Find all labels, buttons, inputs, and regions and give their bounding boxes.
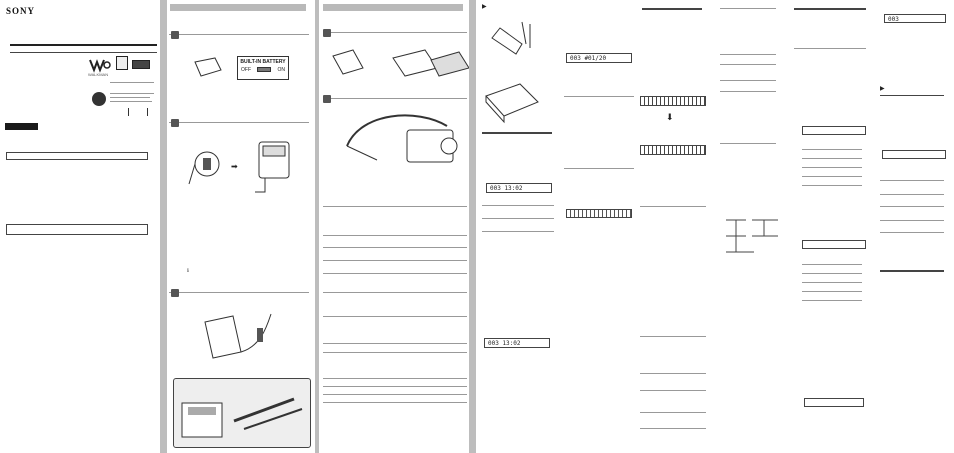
setup-panel: BUILT-IN BATTERY OFF ON ➡ ℹ bbox=[167, 0, 315, 453]
menu-tree-diagram bbox=[724, 212, 780, 262]
connection-inset bbox=[173, 378, 311, 448]
battery-switch-label: BUILT-IN BATTERY OFF ON bbox=[237, 56, 289, 80]
remote-diagram bbox=[486, 14, 546, 68]
fold-gutter-2 bbox=[315, 0, 319, 453]
play-mark-icon: ▶ bbox=[482, 4, 487, 10]
lcd-setting bbox=[882, 150, 946, 159]
player-cradle bbox=[249, 134, 297, 194]
fold-gutter-1 bbox=[160, 0, 167, 453]
panel-header bbox=[323, 4, 463, 11]
lcd-bar-display bbox=[566, 209, 632, 218]
step-2-marker bbox=[323, 95, 331, 103]
level-meter-b bbox=[640, 145, 706, 155]
battery-icon bbox=[193, 56, 223, 78]
section-rule bbox=[482, 132, 552, 134]
disc-icon bbox=[329, 42, 469, 82]
note-icon: ℹ bbox=[187, 268, 189, 274]
lcd-track-time-a: 003 13:02 bbox=[486, 183, 552, 193]
lcd-progress bbox=[804, 398, 864, 407]
player-diagram bbox=[482, 76, 542, 126]
net-md-logo bbox=[132, 60, 150, 69]
barcode bbox=[128, 108, 148, 116]
step-1-marker bbox=[171, 31, 179, 39]
walkman-logo: WALKMAN bbox=[88, 56, 112, 78]
notice-box-1 bbox=[6, 152, 148, 160]
display-panel: ▶ 003 13:02 003 13:02 003 #01/20 ⬇ bbox=[476, 0, 954, 453]
step-1-marker bbox=[323, 29, 331, 37]
fold-gutter-3 bbox=[469, 0, 476, 453]
step-3-marker bbox=[171, 289, 179, 297]
brand-logo: SONY bbox=[6, 6, 36, 16]
charger-illustration bbox=[185, 140, 225, 190]
lcd-top-right: 003 bbox=[884, 14, 946, 23]
lcd-track-count: 003 #01/20 bbox=[566, 53, 632, 63]
arrow-right-icon: ➡ bbox=[231, 162, 238, 171]
notice-box-2 bbox=[6, 224, 148, 235]
language-tab bbox=[5, 123, 38, 130]
lcd-track-time-b: 003 13:02 bbox=[484, 338, 550, 348]
remote-control-icon bbox=[201, 306, 281, 370]
energy-star-icon bbox=[92, 92, 106, 106]
play-mark-icon: ▶ bbox=[880, 86, 885, 92]
headphone-icon bbox=[337, 106, 465, 168]
level-meter-a bbox=[640, 96, 706, 106]
step-2-marker bbox=[171, 119, 179, 127]
panel-header bbox=[170, 4, 306, 11]
arrow-down-icon: ⬇ bbox=[666, 112, 674, 122]
mdlp-logo bbox=[116, 56, 128, 70]
playback-panel bbox=[319, 0, 469, 453]
lcd-menu-a bbox=[802, 126, 866, 135]
lcd-menu-b bbox=[802, 240, 866, 249]
cover-panel: SONY WALKMAN bbox=[0, 0, 160, 453]
